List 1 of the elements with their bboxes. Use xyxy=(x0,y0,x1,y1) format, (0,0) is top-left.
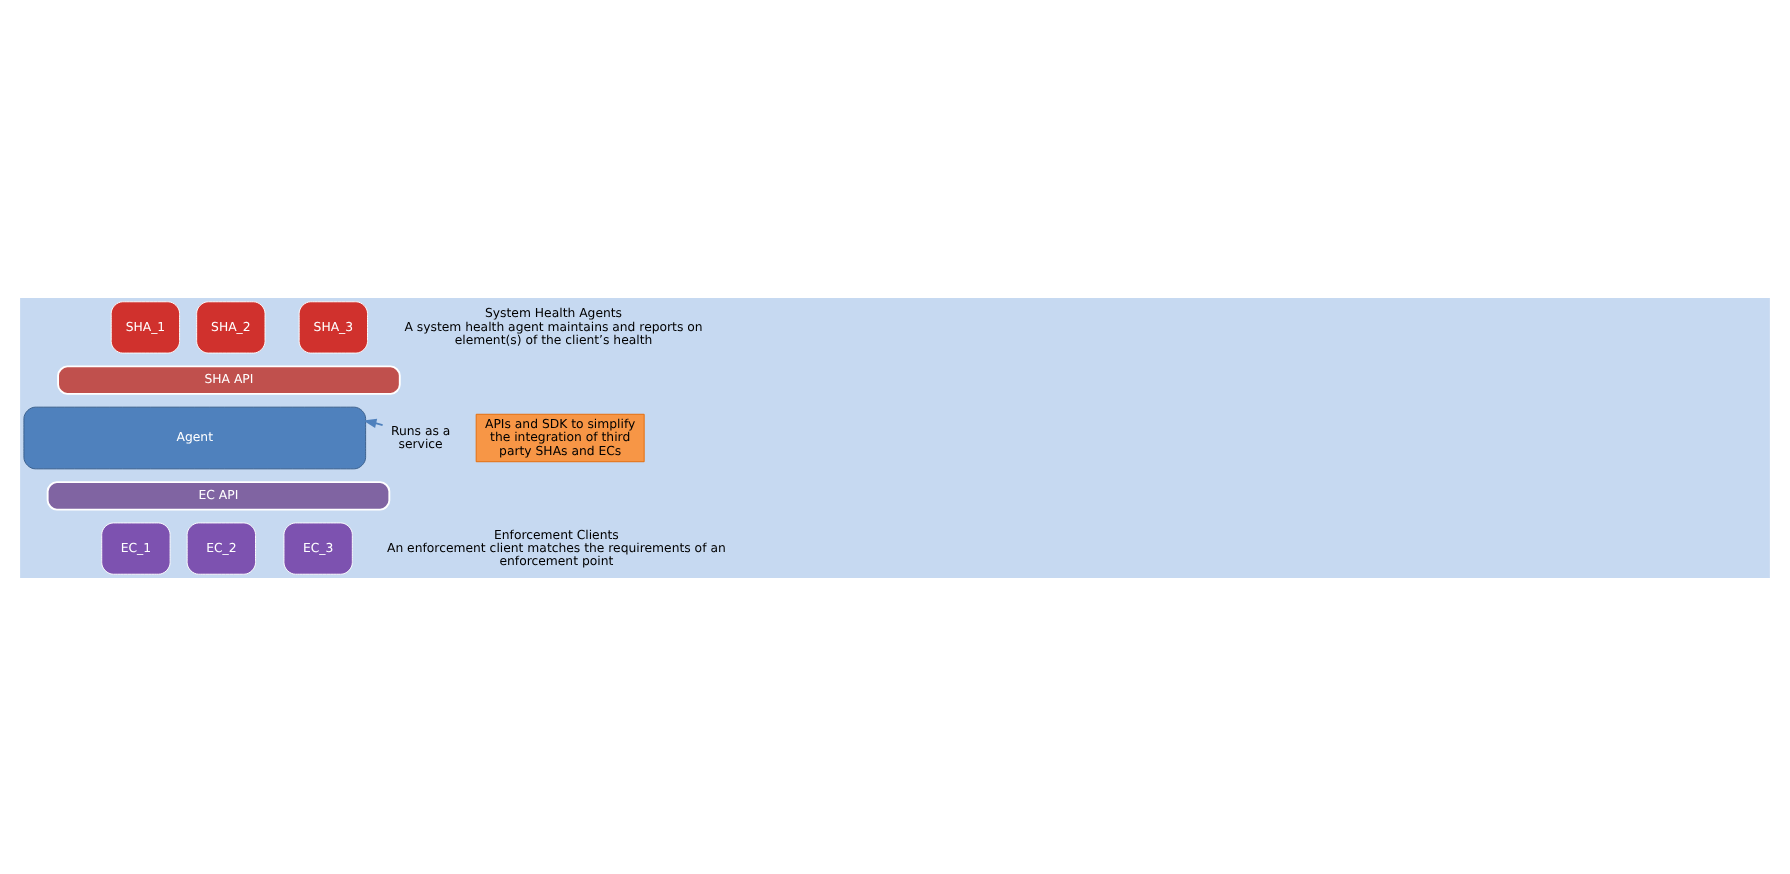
arrow xyxy=(363,417,384,427)
